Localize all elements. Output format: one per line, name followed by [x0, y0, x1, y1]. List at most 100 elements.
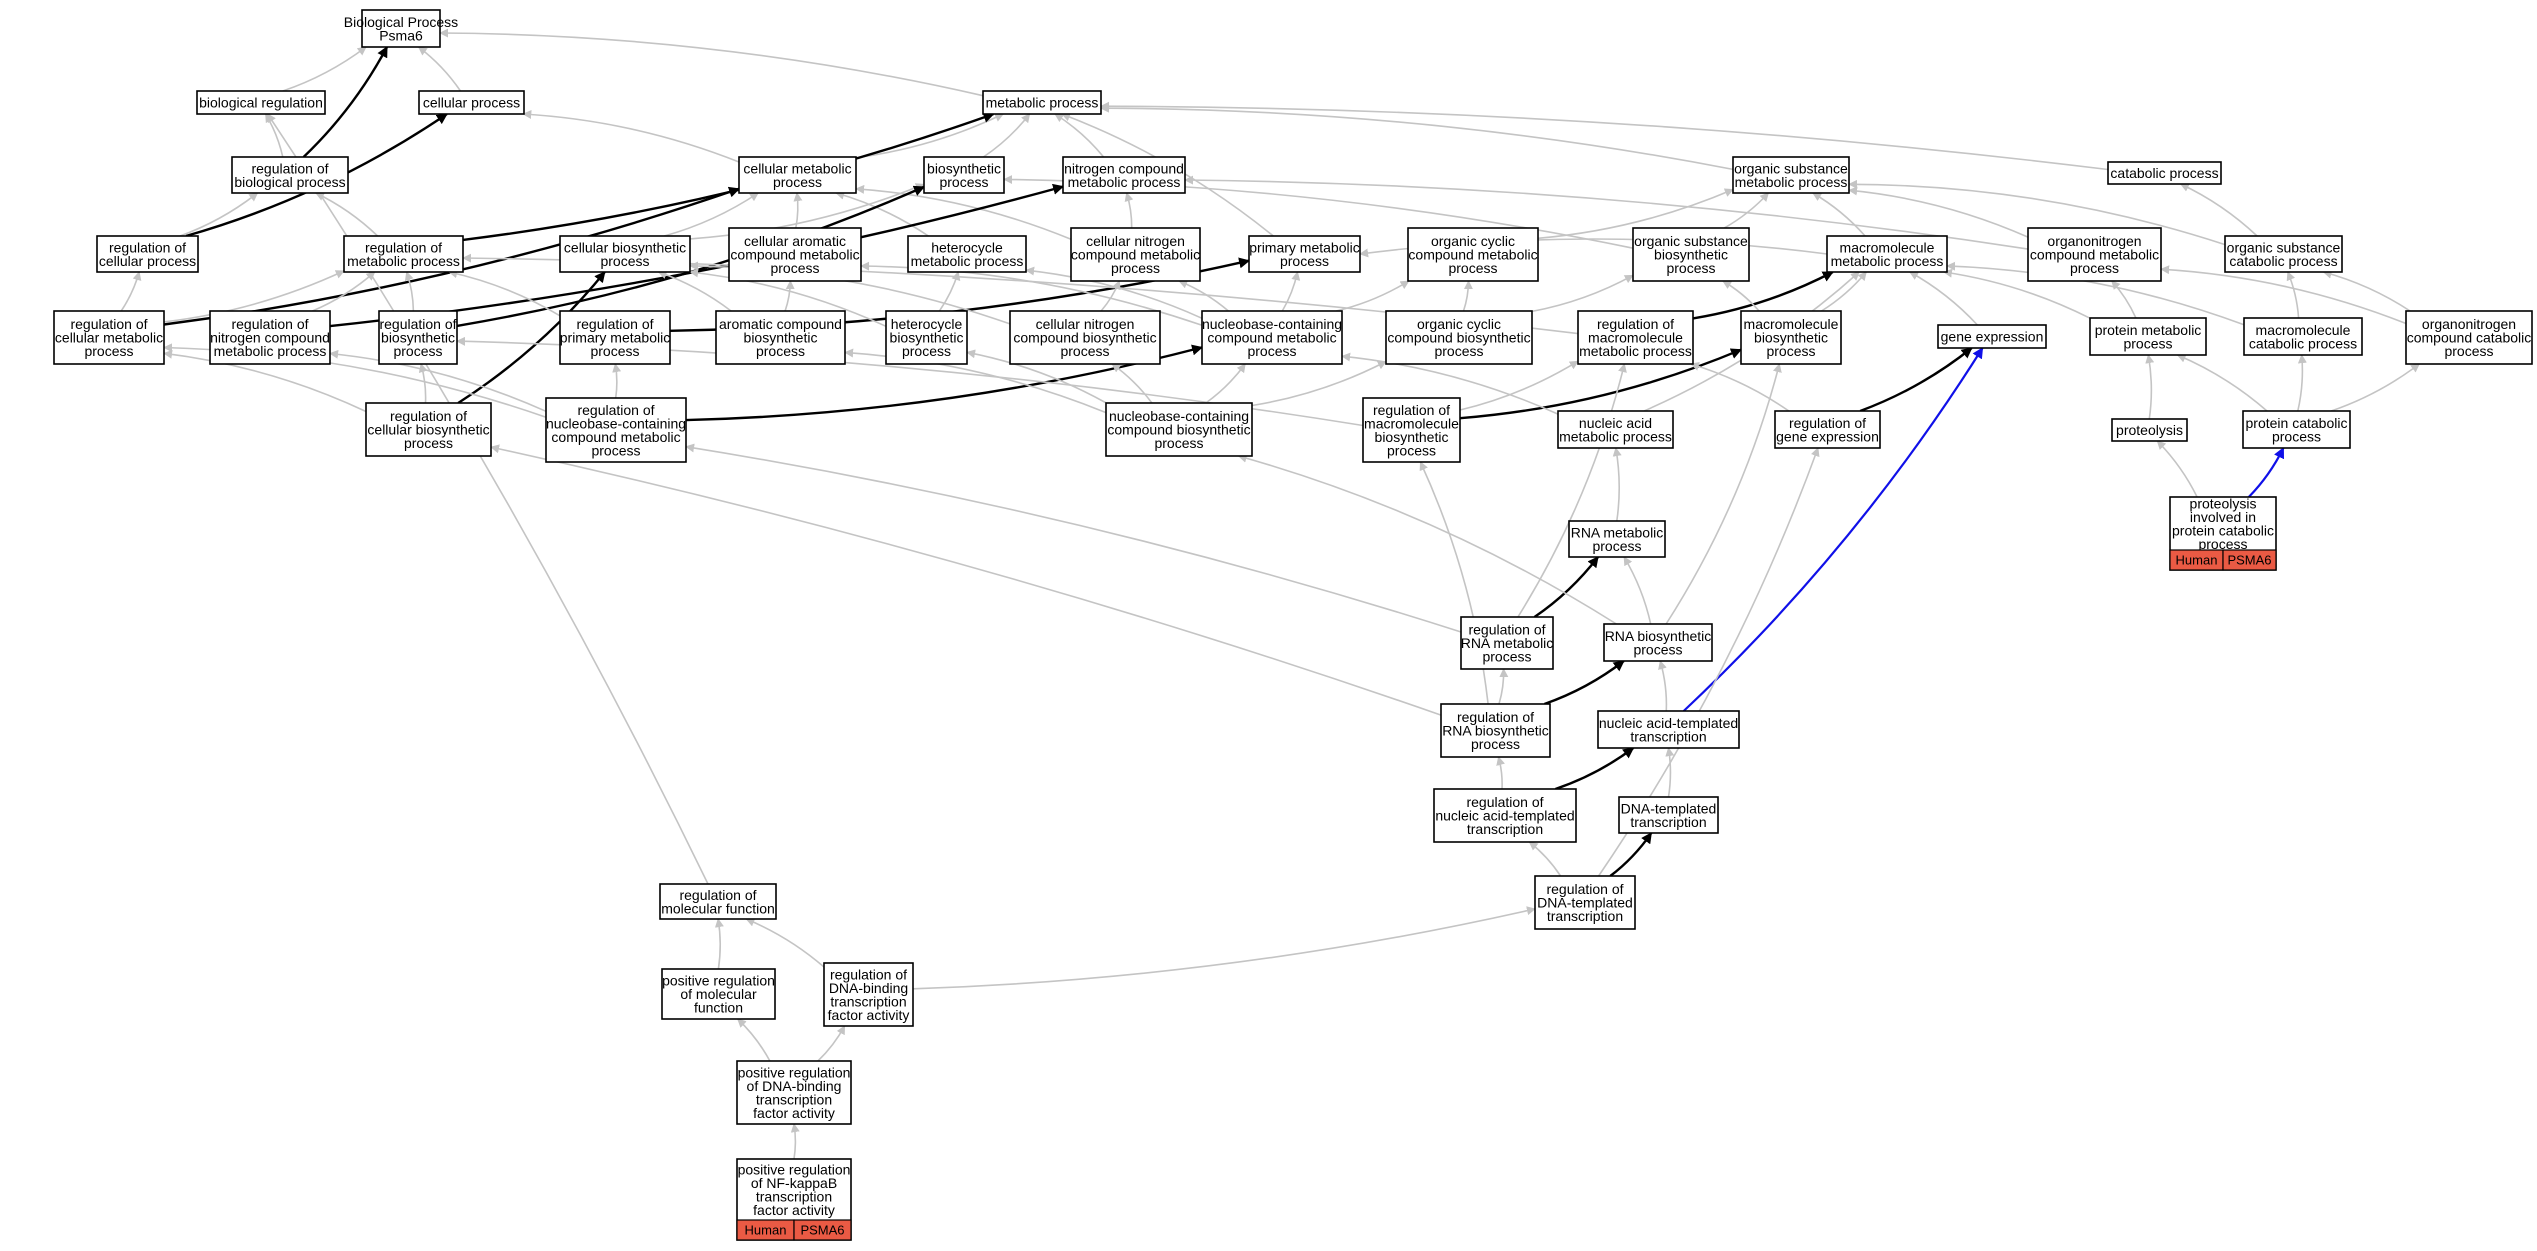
node-box: [1937, 324, 2047, 349]
node-catabolic-process[interactable]: catabolic process: [2107, 161, 2222, 185]
edge-reg-cellular-process-to-reg-biological-process: [179, 192, 259, 237]
edge-cellular-process-to-root: [417, 46, 462, 92]
node-box: [1460, 616, 1554, 670]
edge-reg-gene-expression-to-gene-expression: [1859, 347, 1973, 413]
node-biological-regulation[interactable]: biological regulation: [196, 90, 326, 115]
node-box: [1740, 310, 1842, 365]
edge-reg-rna-biosynthetic-to-rna-biosynthetic: [1544, 660, 1625, 706]
edge-protein-metabolic-to-organonitrogen-metabolic: [2111, 280, 2137, 319]
edge-reg-biosynthetic-to-reg-metabolic-process: [404, 271, 415, 312]
edge-reg-nucleobase-metabolic-to-reg-nitrogen-metabolic: [329, 349, 547, 413]
edge-reg-rna-metabolic-to-reg-nucleobase-metabolic: [685, 443, 1462, 633]
node-proteolysis[interactable]: proteolysis: [2111, 418, 2188, 442]
edge-rna-biosynthetic-to-rna-metabolic: [1623, 556, 1652, 625]
species-tag: Human: [2176, 553, 2218, 568]
edge-cellular-biosynthetic-to-biosynthetic-process: [689, 183, 925, 240]
node-box: [1826, 235, 1948, 273]
node-box: [1433, 788, 1577, 843]
node-box: [1557, 410, 1674, 449]
gene-tag: PSMA6: [800, 1223, 844, 1238]
node-gene-expression[interactable]: gene expression: [1937, 324, 2047, 349]
edge-protein-metabolic-to-macromolecule-metabolic: [1943, 268, 2091, 319]
node-metabolic-process[interactable]: metabolic process: [982, 90, 1102, 115]
edge-reg-cellular-biosynthetic-to-reg-biosynthetic: [418, 363, 428, 404]
node-box: [361, 9, 441, 48]
edge-organic-substance-catabolic-to-catabolic-process: [2179, 183, 2258, 237]
edge-nucleobase-biosynthetic-to-nucleobase-metabolic: [1205, 363, 1246, 404]
node-box: [1248, 235, 1361, 273]
annotation-tag-box: [793, 1219, 852, 1241]
node-cellular-process[interactable]: cellular process: [418, 90, 525, 115]
node-box: [1070, 227, 1201, 282]
edge-proteolysis-involved-to-protein-catabolic: [2248, 447, 2285, 498]
edge-aromatic-biosynthetic-to-cellular-aromatic: [784, 280, 795, 312]
edge-nitrogen-compound-metabolic-to-metabolic-process: [1054, 113, 1105, 158]
edge-organic-cyclic-metabolic-to-organic-substance-metabolic: [1537, 188, 1734, 240]
node-box: [418, 90, 525, 115]
edge-reg-cellular-metabolic-to-reg-metabolic-process: [163, 270, 345, 323]
node-box: [2111, 418, 2188, 442]
node-box: [2405, 310, 2533, 365]
